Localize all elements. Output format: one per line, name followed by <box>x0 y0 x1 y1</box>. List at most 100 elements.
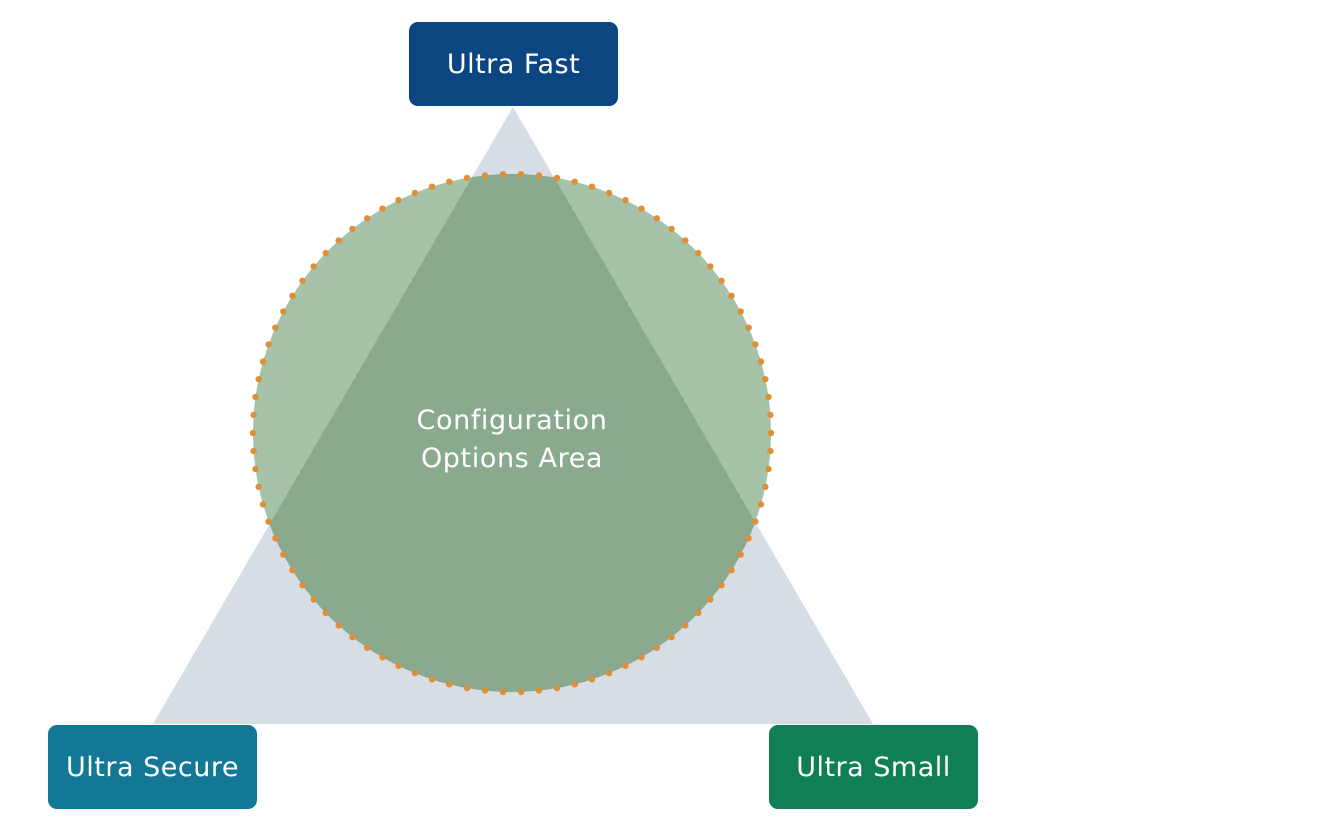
border-dot <box>395 197 402 204</box>
border-dot <box>255 483 262 490</box>
border-dot <box>379 654 386 661</box>
border-dot <box>622 197 629 204</box>
border-dot <box>335 622 342 629</box>
border-dot <box>765 465 772 473</box>
border-dot <box>310 263 317 270</box>
border-dot <box>272 324 279 331</box>
border-dot <box>299 277 306 284</box>
border-dot <box>252 465 259 473</box>
border-dot <box>289 292 296 299</box>
border-dot <box>322 609 329 617</box>
configuration-area-label-line1: Configuration <box>416 405 608 436</box>
border-dot <box>638 205 645 212</box>
border-dot <box>553 174 561 182</box>
ultra-small-label: Ultra Small <box>796 751 951 783</box>
border-dot <box>767 447 774 455</box>
border-dot <box>605 669 613 677</box>
border-dot <box>682 622 689 629</box>
border-dot <box>463 174 471 182</box>
border-dot <box>707 596 714 603</box>
border-dot <box>428 676 436 683</box>
border-dot <box>762 376 769 383</box>
border-dot <box>322 249 329 257</box>
border-dot <box>411 669 419 677</box>
border-dot <box>745 324 752 331</box>
border-dot <box>255 376 262 383</box>
border-dot <box>695 249 702 257</box>
border-dot <box>481 172 489 179</box>
configuration-area-dotted-border <box>249 171 775 695</box>
border-dot <box>535 172 543 179</box>
ultra-fast-node: Ultra Fast <box>409 22 618 106</box>
border-dot <box>349 225 356 233</box>
border-dot <box>395 662 402 669</box>
border-dot <box>668 225 675 233</box>
border-dot <box>762 483 769 490</box>
border-dot <box>446 681 453 688</box>
border-dot <box>265 341 272 348</box>
border-dot <box>349 633 356 641</box>
ultra-secure-label: Ultra Secure <box>66 751 239 783</box>
border-dot <box>379 205 386 212</box>
border-dot <box>752 518 759 525</box>
border-dot <box>499 688 507 695</box>
border-dot <box>638 654 645 661</box>
border-dot <box>668 633 675 641</box>
border-dot <box>280 551 287 558</box>
border-dot <box>517 688 525 695</box>
border-dot <box>463 684 471 692</box>
border-dot <box>481 687 489 694</box>
ultra-small-node: Ultra Small <box>769 725 978 809</box>
border-dot <box>653 215 660 222</box>
border-dot <box>446 178 453 185</box>
border-dot <box>767 411 774 419</box>
border-dot <box>265 518 272 525</box>
border-dot <box>745 535 752 542</box>
border-dot <box>553 684 561 692</box>
border-dot <box>757 358 765 365</box>
border-dot <box>411 189 419 197</box>
border-dot <box>535 687 543 694</box>
border-dot <box>364 644 371 651</box>
ultra-fast-label: Ultra Fast <box>446 48 581 80</box>
configuration-area-label: Configuration Options Area <box>362 402 662 478</box>
border-dot <box>728 292 735 299</box>
border-dot <box>752 341 759 348</box>
border-dot <box>757 501 765 508</box>
border-dot <box>682 237 689 244</box>
configuration-area-label-line2: Options Area <box>420 443 604 474</box>
border-dot <box>428 183 436 190</box>
border-dot <box>280 308 287 315</box>
border-dot <box>588 676 596 683</box>
border-dot <box>517 171 525 178</box>
border-dot <box>250 411 257 419</box>
border-dot <box>728 567 735 574</box>
border-dot <box>335 237 342 244</box>
border-dot <box>499 171 507 178</box>
border-dot <box>765 393 772 401</box>
border-dot <box>250 447 257 455</box>
border-dot <box>249 429 257 437</box>
border-dot <box>259 358 267 365</box>
border-dot <box>310 596 317 603</box>
border-dot <box>695 609 702 617</box>
border-dot <box>737 551 744 558</box>
border-dot <box>622 662 629 669</box>
border-dot <box>718 277 725 284</box>
border-dot <box>605 189 613 197</box>
border-dot <box>252 393 259 401</box>
border-dot <box>718 582 725 589</box>
border-dot <box>259 501 267 508</box>
border-dot <box>364 215 371 222</box>
border-dot <box>707 263 714 270</box>
ultra-secure-node: Ultra Secure <box>48 725 257 809</box>
border-dot <box>571 178 578 185</box>
border-dot <box>289 567 296 574</box>
border-dot <box>299 582 306 589</box>
border-dot <box>767 429 775 437</box>
border-dot <box>571 681 578 688</box>
border-dot <box>653 644 660 651</box>
border-dot <box>737 308 744 315</box>
border-dot <box>272 535 279 542</box>
